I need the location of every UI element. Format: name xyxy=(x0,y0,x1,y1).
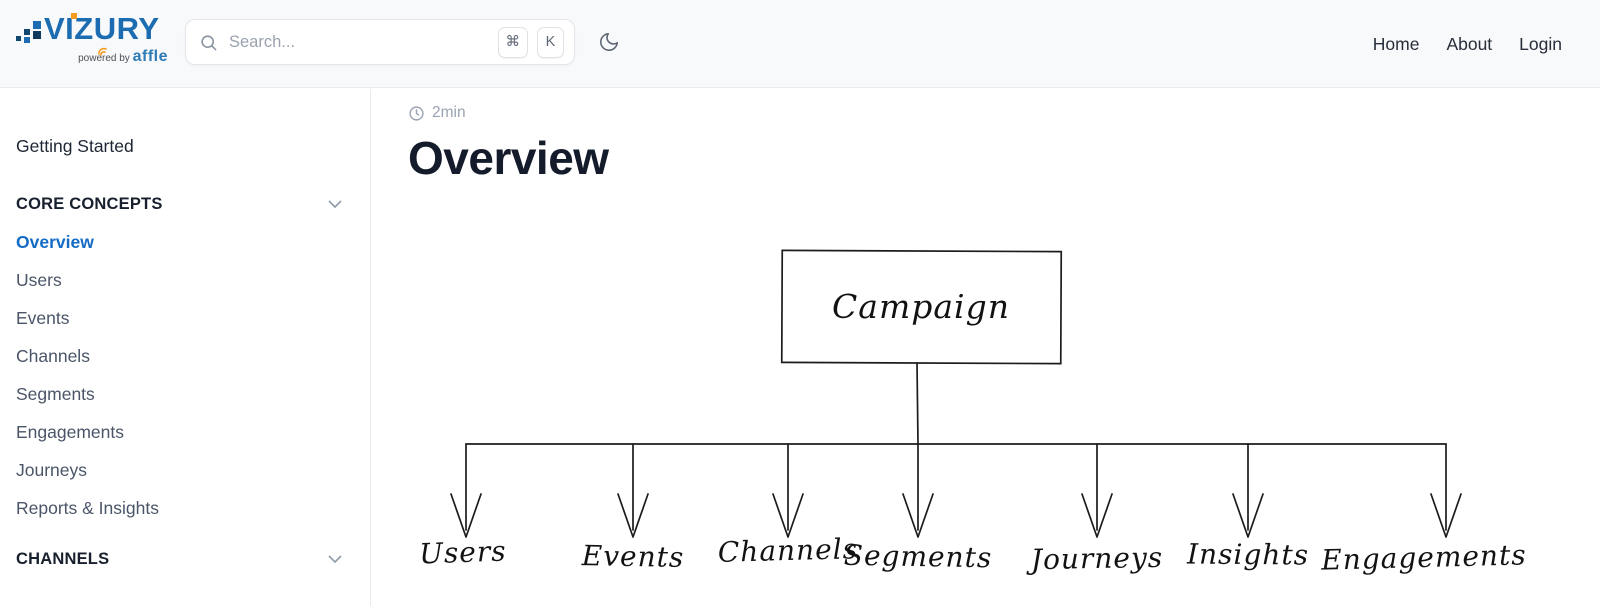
sidebar-item-events[interactable]: Events xyxy=(16,308,70,328)
diagram-child-label: Events xyxy=(581,539,685,574)
search-input[interactable] xyxy=(227,31,498,53)
chevron-down-icon xyxy=(328,555,342,564)
doc-sidebar: Getting Started CORE CONCEPTS Overview U… xyxy=(0,89,371,606)
theme-toggle-button[interactable] xyxy=(594,27,624,57)
affle-brand-text: affle xyxy=(132,48,168,65)
clock-icon xyxy=(408,105,425,122)
section-channels-header[interactable]: CHANNELS xyxy=(16,550,342,569)
moon-icon xyxy=(598,31,620,53)
page-title: Overview xyxy=(408,132,609,184)
campaign-tree-diagram: Campaign Users Events Channels Segments … xyxy=(419,249,1527,577)
chevron-down-icon xyxy=(328,200,342,209)
section-core-concepts-header[interactable]: CORE CONCEPTS xyxy=(16,195,342,214)
read-time-text: 2min xyxy=(432,104,466,121)
brand-wordmark: VIZURY xyxy=(44,11,160,46)
section-title: CHANNELS xyxy=(16,550,110,568)
diagram-connectors xyxy=(465,362,1447,445)
sidebar-item-overview[interactable]: Overview xyxy=(16,232,94,252)
core-concepts-list: Overview Users Events Channels Segments … xyxy=(16,224,342,528)
vizury-logo[interactable]: VIZURY powered by affle xyxy=(16,11,176,65)
nav-home-link[interactable]: Home xyxy=(1372,33,1420,54)
k-keycap: K xyxy=(537,26,564,58)
search-icon xyxy=(199,33,218,52)
diagram-child-label: Users xyxy=(419,534,507,570)
cmd-keycap: ⌘ xyxy=(497,26,528,58)
sidebar-item-engagements[interactable]: Engagements xyxy=(16,422,124,442)
diagram-child-label: Engagements xyxy=(1320,538,1527,576)
diagram-child-label: Insights xyxy=(1186,537,1309,571)
diagram-arrow xyxy=(450,443,1462,538)
diagram-child-label: Channels xyxy=(717,532,858,569)
top-header: VIZURY powered by affle ⌘ K xyxy=(0,0,1600,88)
sidebar-item-channels[interactable]: Channels xyxy=(16,346,90,366)
sidebar-item-journeys[interactable]: Journeys xyxy=(16,460,88,480)
diagram-root-label: Campaign xyxy=(832,287,1010,326)
powered-by-text: powered by xyxy=(78,53,130,64)
search-bar[interactable]: ⌘ K xyxy=(185,19,575,65)
powered-by-line: powered by affle xyxy=(44,48,168,66)
logo-pixels-icon xyxy=(16,14,46,44)
sidebar-item-getting-started[interactable]: Getting Started xyxy=(16,136,134,156)
diagram-child-labels: Users Events Channels Segments Journeys … xyxy=(419,532,1527,577)
sidebar-item-reports-insights[interactable]: Reports & Insights xyxy=(16,498,159,518)
nav-login-link[interactable]: Login xyxy=(1519,33,1562,54)
diagram-child-label: Segments xyxy=(844,539,993,575)
logo-orange-dot-icon xyxy=(71,13,77,19)
top-nav: Home About Login xyxy=(1373,0,1562,88)
diagram-node-campaign: Campaign xyxy=(780,249,1063,365)
nav-about-link[interactable]: About xyxy=(1446,33,1493,54)
sidebar-item-segments[interactable]: Segments xyxy=(16,384,95,404)
search-shortcut: ⌘ K xyxy=(497,26,564,58)
read-time: 2min xyxy=(408,104,1600,122)
sidebar-item-users[interactable]: Users xyxy=(16,270,62,290)
section-title: CORE CONCEPTS xyxy=(16,195,163,213)
main-content: 2min Overview xyxy=(372,89,1600,606)
affle-signal-icon xyxy=(96,44,110,62)
diagram-child-label: Journeys xyxy=(1026,541,1164,576)
